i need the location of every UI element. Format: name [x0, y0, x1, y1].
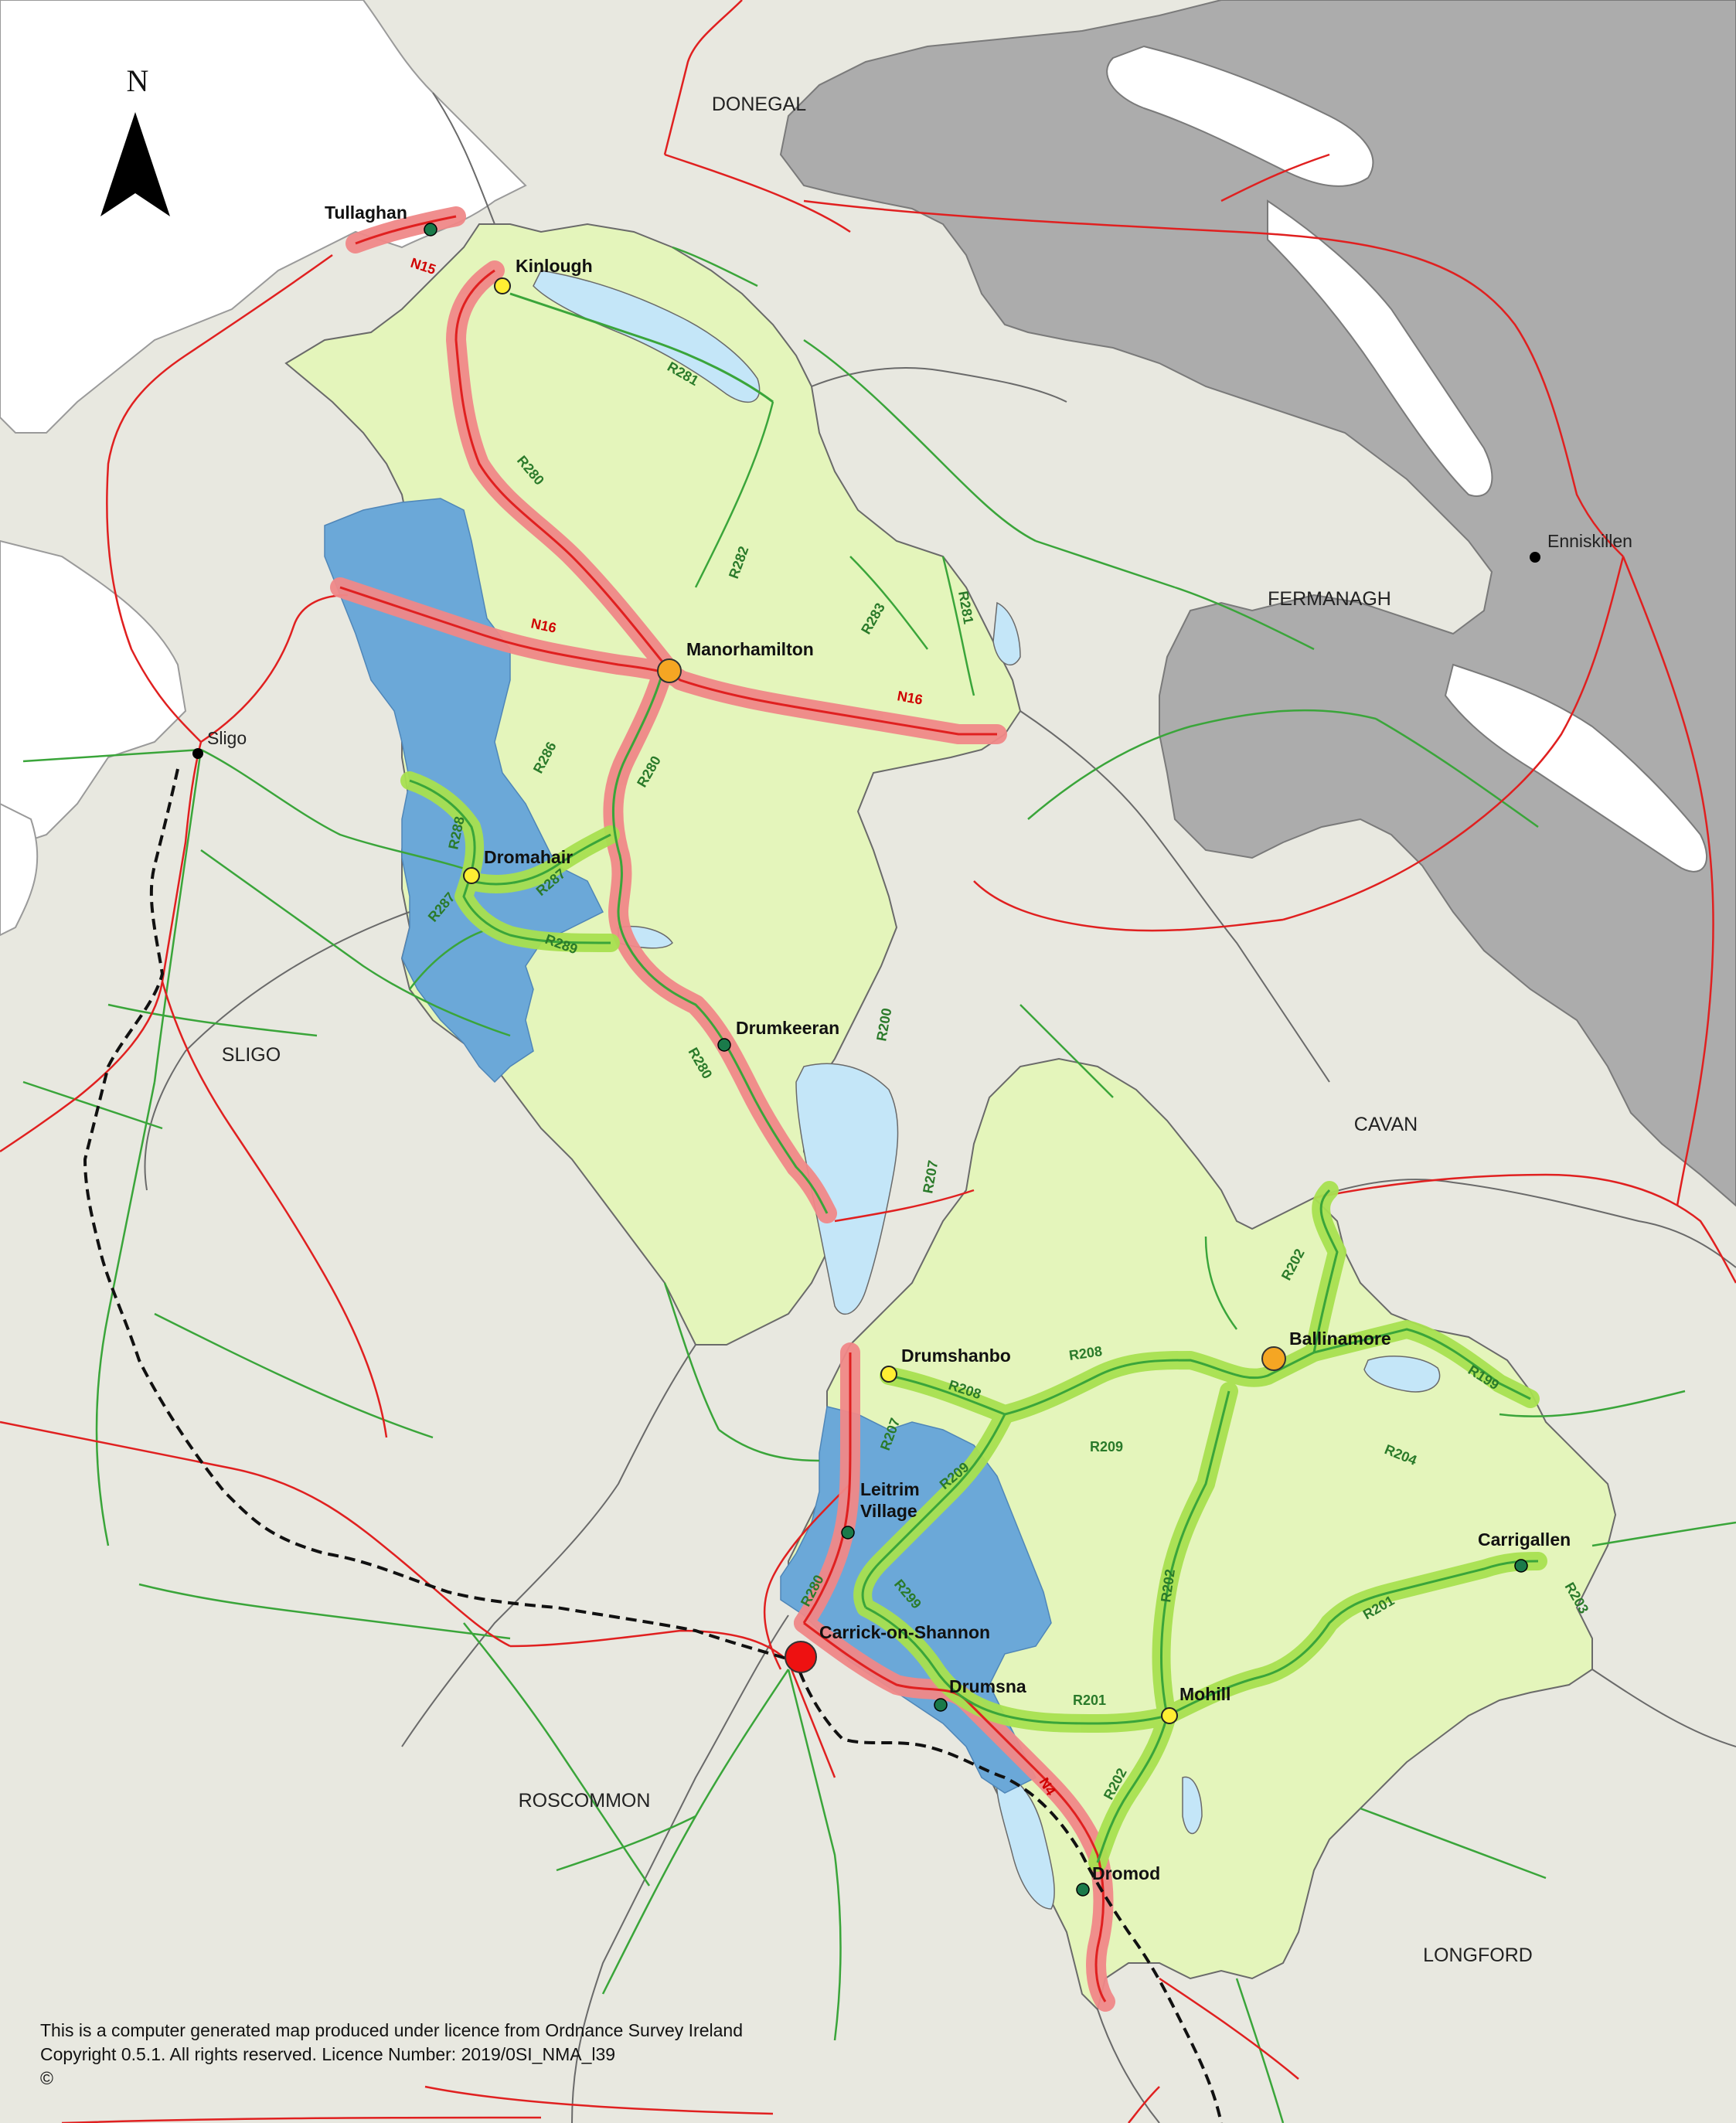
credits-line-3: ©	[40, 2068, 53, 2088]
credits-line-1: This is a computer generated map produce…	[40, 2020, 743, 2040]
shannon-lakes-south	[996, 1769, 1055, 1910]
town-marker-enniskillen[interactable]	[1530, 552, 1540, 563]
county-label-longford: LONGFORD	[1423, 1944, 1533, 1966]
town-label-drumsna: Drumsna	[949, 1676, 1026, 1696]
town-label-manorhamilton: Manorhamilton	[686, 639, 814, 659]
town-markers	[192, 223, 1540, 1897]
town-marker-drumkeeran[interactable]	[717, 1038, 731, 1052]
town-marker-kinlough[interactable]	[494, 277, 511, 294]
county-label-cavan: CAVAN	[1354, 1114, 1418, 1135]
town-marker-drumshanbo[interactable]	[880, 1366, 897, 1383]
county-label-donegal: DONEGAL	[712, 94, 806, 115]
town-marker-tullaghan[interactable]	[424, 223, 437, 236]
railway-line	[83, 768, 1223, 2123]
town-marker-drumsna[interactable]	[934, 1698, 948, 1712]
town-label-ballinamore: Ballinamore	[1289, 1329, 1391, 1349]
county-label-fermanagh: FERMANAGH	[1268, 588, 1391, 610]
credits-line-2: Copyright 0.5.1. All rights reserved. Li…	[40, 2044, 616, 2064]
sea-area	[0, 0, 527, 434]
town-marker-carrick-on-shannon[interactable]	[785, 1641, 817, 1673]
national-road-centrelines	[339, 215, 1107, 2002]
town-label-leitrim-village-line1: Leitrim	[860, 1479, 920, 1499]
town-label-carrick-on-shannon: Carrick-on-Shannon	[819, 1622, 990, 1642]
county-labels: DONEGAL FERMANAGH SLIGO CAVAN ROSCOMMON …	[222, 94, 1533, 1966]
regional-road-centrelines	[409, 292, 1539, 1863]
town-marker-dromahair[interactable]	[463, 867, 480, 884]
town-label-dromod: Dromod	[1092, 1863, 1160, 1883]
north-arrow: N	[100, 63, 170, 216]
lough-mohill	[1182, 1776, 1203, 1834]
road-label-r209-east: R209	[1090, 1439, 1123, 1454]
town-label-enniskillen: Enniskillen	[1547, 531, 1632, 551]
town-marker-carrigallen[interactable]	[1514, 1559, 1528, 1573]
town-marker-sligo[interactable]	[192, 748, 203, 759]
town-marker-leitrim-village[interactable]	[841, 1526, 855, 1540]
lough-erne-lower	[1267, 199, 1493, 497]
credits-block: This is a computer generated map produce…	[40, 2019, 743, 2091]
lough-garadice	[1363, 1356, 1441, 1393]
town-labels: Tullaghan Kinlough Manorhamilton Dromaha…	[207, 202, 1632, 1883]
county-label-roscommon: ROSCOMMON	[519, 1790, 651, 1812]
town-label-sligo: Sligo	[207, 728, 247, 748]
road-label-r201-west: R201	[1073, 1693, 1106, 1708]
town-marker-dromod[interactable]	[1076, 1883, 1090, 1897]
leitrim-county-north	[284, 223, 1022, 1346]
town-marker-manorhamilton[interactable]	[657, 658, 682, 683]
north-letter: N	[127, 63, 149, 98]
town-label-dromahair: Dromahair	[484, 847, 573, 867]
town-marker-mohill[interactable]	[1161, 1707, 1178, 1724]
town-label-drumshanbo: Drumshanbo	[901, 1346, 1011, 1366]
town-label-leitrim-village-line2: Village	[860, 1501, 917, 1521]
county-boundaries	[144, 92, 1736, 2123]
town-label-mohill: Mohill	[1179, 1684, 1231, 1704]
north-arrow-icon	[100, 112, 170, 216]
county-label-sligo: SLIGO	[222, 1044, 281, 1066]
town-label-drumkeeran: Drumkeeran	[736, 1018, 839, 1038]
sea-coast-west	[0, 802, 39, 937]
town-label-tullaghan: Tullaghan	[325, 202, 407, 223]
town-marker-ballinamore[interactable]	[1261, 1346, 1286, 1371]
northern-ireland-area	[779, 0, 1736, 1207]
lough-erne	[1106, 45, 1374, 187]
town-label-kinlough: Kinlough	[516, 256, 593, 276]
town-label-carrigallen: Carrigallen	[1478, 1529, 1571, 1550]
lough-glencar	[992, 601, 1021, 666]
lough-erne-upper	[1444, 663, 1708, 873]
